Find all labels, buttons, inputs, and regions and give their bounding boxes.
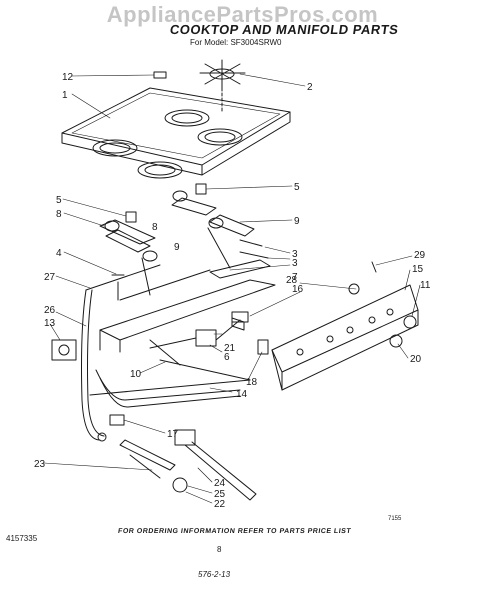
page-number: 8: [217, 545, 222, 554]
callout-3: 3: [292, 249, 298, 260]
callout-7: 7: [292, 272, 298, 283]
callout-29: 29: [414, 250, 426, 261]
callout-13: 13: [44, 318, 56, 329]
callout-3b: 3: [292, 258, 298, 269]
revision-code: 576-2-13: [198, 570, 231, 579]
callout-1: 1: [62, 90, 68, 101]
callout-2: 2: [307, 82, 313, 93]
callout-5b: 5: [294, 182, 300, 193]
burner-assembly-drawing: [51, 183, 276, 501]
callout-8b: 8: [152, 222, 158, 233]
callout-21: 21: [224, 343, 236, 354]
callout-8: 8: [56, 209, 62, 220]
callout-11: 11: [420, 280, 431, 291]
callout-15: 15: [412, 264, 424, 275]
callout-23: 23: [34, 459, 46, 470]
callout-5: 5: [56, 195, 62, 206]
callout-12: 12: [62, 72, 74, 83]
callout-10: 10: [130, 369, 142, 380]
callout-26: 26: [44, 305, 56, 316]
callout-16: 16: [292, 284, 304, 295]
callout-27: 27: [44, 272, 56, 283]
callout-24: 24: [214, 478, 226, 489]
model-label: For Model: SF3004SRW0: [190, 38, 282, 47]
callout-20: 20: [410, 354, 422, 365]
callout-28: 28: [286, 275, 298, 286]
callout-labels: 12 2 1 5 5 8 9 8 9 3 3 4 7 29 27 28 15 1…: [34, 72, 431, 510]
callout-9b: 9: [174, 242, 180, 253]
control-panel-drawing: [231, 261, 419, 391]
watermark: AppliancePartsPros.com: [106, 2, 379, 27]
callout-6: 6: [224, 352, 230, 363]
figure-code: 7155: [388, 516, 402, 522]
callout-25: 25: [214, 489, 226, 500]
leader-lines: [43, 73, 421, 504]
document-number: 4157335: [6, 534, 38, 543]
callout-22: 22: [214, 499, 226, 510]
cooktop-drawing: [61, 59, 291, 179]
callout-14: 14: [236, 389, 248, 400]
callout-9: 9: [294, 216, 300, 227]
callout-17: 17: [167, 429, 179, 440]
callout-18: 18: [246, 377, 258, 388]
ordering-note: FOR ORDERING INFORMATION REFER TO PARTS …: [117, 528, 352, 535]
callout-4: 4: [56, 248, 62, 259]
